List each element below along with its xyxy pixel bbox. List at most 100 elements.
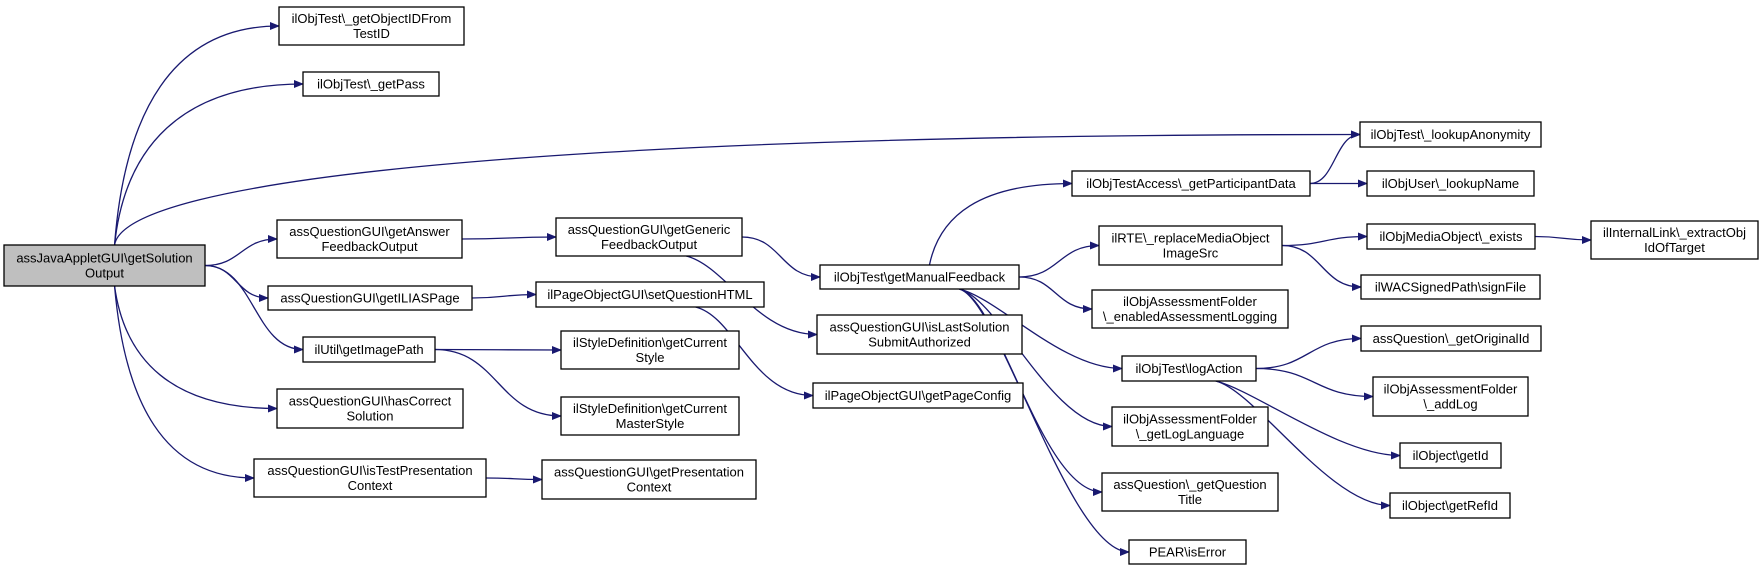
node-n_addLog[interactable]: ilObjAssessmentFolder\_addLog <box>1372 376 1529 417</box>
node-label: assQuestionGUI\isTestPresentation <box>267 463 472 478</box>
node-label: FeedbackOutput <box>601 237 698 252</box>
node-n_isLastSolution[interactable]: assQuestionGUI\isLastSolutionSubmitAutho… <box>816 314 1023 355</box>
node-label: ilObjTest\_lookupAnonymity <box>1371 127 1531 142</box>
node-box <box>278 6 465 46</box>
node-label: assQuestionGUI\isLastSolution <box>830 320 1010 335</box>
node-label: assQuestionGUI\getAnswer <box>289 224 450 239</box>
node-n_pearIsError[interactable]: PEAR\isError <box>1128 539 1247 565</box>
node-label: MasterStyle <box>616 416 685 431</box>
edge-n_setQuestionHTML-to-n_getPageConfig <box>695 306 814 400</box>
node-box <box>267 285 473 311</box>
node-label: ilInternalLink\_extractObj <box>1603 225 1746 240</box>
node-box <box>555 217 743 257</box>
node-label: assJavaAppletGUI\getSolution <box>16 251 192 266</box>
node-n_lookupName[interactable]: ilObjUser\_lookupName <box>1366 170 1535 197</box>
node-label: PEAR\isError <box>1149 545 1227 560</box>
node-n_getParticipant[interactable]: ilObjTestAccess\_getParticipantData <box>1071 170 1311 197</box>
edge-n_iliasPage-to-n_setQuestionHTML <box>471 290 537 299</box>
edge-n_getManualFeedback-to-n_getLogLanguage <box>959 288 1113 431</box>
node-label: assQuestionGUI\hasCorrect <box>289 394 452 409</box>
edge-root-to-n_isTestPresentation <box>113 285 255 482</box>
node-n_getPass[interactable]: ilObjTest\_getPass <box>302 71 440 97</box>
node-n_getImagePath[interactable]: ilUtil\getImagePath <box>302 336 436 363</box>
node-label: ilWACSignedPath\signFile <box>1375 280 1526 295</box>
node-n_getOriginalId[interactable]: assQuestion\_getOriginalId <box>1360 325 1542 352</box>
node-box <box>1366 170 1535 197</box>
node-label: IdOfTarget <box>1644 240 1705 255</box>
node-n_getPageConfig[interactable]: ilPageObjectGUI\getPageConfig <box>812 382 1024 409</box>
node-box <box>812 382 1024 409</box>
node-label: ilUtil\getImagePath <box>314 342 423 357</box>
node-n_logAction[interactable]: ilObjTest\logAction <box>1121 355 1257 382</box>
node-box <box>3 244 206 287</box>
edge-n_replaceMedia-to-n_signFile <box>1281 244 1362 291</box>
node-label: ilObjUser\_lookupName <box>1382 176 1519 191</box>
node-label: ilObjAssessmentFolder <box>1123 294 1257 309</box>
node-label: Solution <box>347 409 394 424</box>
node-n_iliasPage[interactable]: assQuestionGUI\getILIASPage <box>267 285 473 311</box>
node-n_getId[interactable]: ilObject\getId <box>1399 442 1502 469</box>
node-box <box>560 330 740 370</box>
edge-n_logAction-to-n_getId <box>1215 380 1401 460</box>
node-label: ilObjTest\_getPass <box>317 77 425 92</box>
node-label: ilObjTest\getManualFeedback <box>834 270 1006 285</box>
edge-n_answerFeedback-to-n_genericFeedback <box>461 233 557 242</box>
node-box <box>1101 472 1279 512</box>
node-box <box>1071 170 1311 197</box>
edge-n_getImagePath-to-n_currentStyle <box>434 345 562 354</box>
node-label: FeedbackOutput <box>321 239 418 254</box>
node-n_lookupAnon[interactable]: ilObjTest\_lookupAnonymity <box>1359 121 1542 148</box>
edge-n_getManualFeedback-to-n_logAction <box>959 288 1123 373</box>
node-box <box>535 281 765 308</box>
node-label: assQuestion\_getQuestion <box>1113 477 1266 492</box>
node-box <box>302 336 436 363</box>
node-n_signFile[interactable]: ilWACSignedPath\signFile <box>1360 274 1541 300</box>
edge-n_logAction-to-n_getOriginalId <box>1255 334 1362 370</box>
edges-layer <box>113 22 1592 556</box>
node-label: Style <box>636 350 665 365</box>
node-label: ilStyleDefinition\getCurrent <box>573 335 727 350</box>
node-label: ilObject\getId <box>1413 448 1489 463</box>
node-n_getLogLanguage[interactable]: ilObjAssessmentFolder\_getLogLanguage <box>1111 406 1269 447</box>
node-label: ilPageObjectGUI\setQuestionHTML <box>547 287 752 302</box>
node-box <box>1098 225 1283 266</box>
node-box <box>1128 539 1247 565</box>
node-label: \_getLogLanguage <box>1136 427 1244 442</box>
node-n_setQuestionHTML[interactable]: ilPageObjectGUI\setQuestionHTML <box>535 281 765 308</box>
node-box <box>816 314 1023 355</box>
edge-n_getManualFeedback-to-n_pearIsError <box>959 288 1130 556</box>
node-box <box>1590 220 1759 260</box>
node-label: assQuestionGUI\getGeneric <box>568 222 731 237</box>
node-box <box>1372 376 1529 417</box>
node-n_getRefId[interactable]: ilObject\getRefId <box>1389 492 1511 519</box>
node-label: ilObjMediaObject\_exists <box>1379 229 1523 244</box>
node-label: ilObjTest\_getObjectIDFrom <box>292 11 452 26</box>
node-box <box>276 219 463 259</box>
node-box <box>1111 406 1269 447</box>
node-n_getManualFeedback[interactable]: ilObjTest\getManualFeedback <box>819 264 1020 290</box>
node-label: ilObject\getRefId <box>1402 498 1498 513</box>
node-label: Output <box>85 266 124 281</box>
node-label: SubmitAuthorized <box>868 335 971 350</box>
node-label: ilPageObjectGUI\getPageConfig <box>825 388 1011 403</box>
node-n_enabledLogging[interactable]: ilObjAssessmentFolder\_enabledAssessment… <box>1091 289 1289 329</box>
node-n_mediaExists[interactable]: ilObjMediaObject\_exists <box>1366 223 1536 250</box>
node-box <box>276 388 464 429</box>
node-box <box>541 459 757 500</box>
edge-root-to-n_getObjectID <box>113 22 280 246</box>
node-label: assQuestion\_getOriginalId <box>1373 331 1530 346</box>
